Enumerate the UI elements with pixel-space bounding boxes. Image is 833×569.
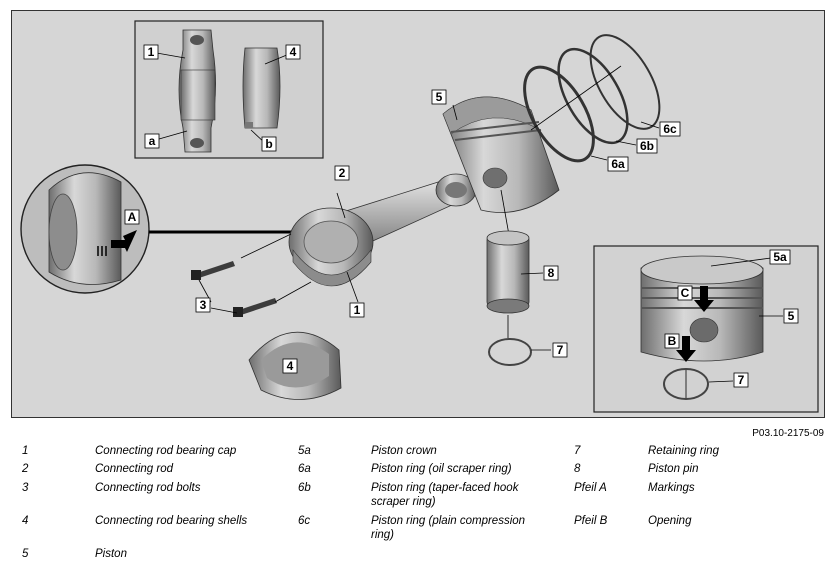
exploded-diagram: 1 4 a b A 2 1 3 4 5 6a 6b [11,10,825,418]
svg-text:5: 5 [436,90,443,104]
callout-5: 5 [431,89,447,105]
legend-number: 6a [298,463,311,475]
svg-text:4: 4 [290,45,297,59]
svg-text:b: b [265,137,272,151]
callout-7: 7 [552,342,568,358]
legend-number: 5 [22,548,29,560]
piston-rings [523,34,661,163]
callout-A: A [124,209,140,225]
legend-number: 6c [298,515,311,527]
legend-description: Piston ring (taper-faced hook scraper ri… [371,482,519,508]
legend-number: 2 [22,463,29,475]
callout-6b: 6b [636,138,658,154]
callout-4: 4 [282,358,298,374]
legend-description: Piston ring (oil scraper ring) [371,463,512,475]
legend-description: Connecting rod bearing cap [95,445,237,457]
legend-description: Retaining ring [648,445,719,457]
inset-bearing [134,20,324,159]
callout-1: 1 [349,302,365,318]
magnified-rod-end [20,164,301,294]
legend-number: 1 [22,445,29,457]
svg-text:6a: 6a [611,157,625,171]
svg-text:A: A [128,210,137,224]
svg-text:2: 2 [339,166,346,180]
legend-number: 5a [298,445,311,457]
legend-number: 6b [298,482,311,494]
callout-B: B [664,333,680,349]
legend-description: Piston crown [371,445,437,457]
legend-number: 8 [574,463,581,475]
legend-number: 3 [22,482,29,494]
callout-4-top: 4 [285,44,301,60]
callout-a: a [144,133,160,149]
piston [442,96,560,236]
svg-text:7: 7 [738,373,745,387]
svg-text:5a: 5a [773,250,787,264]
svg-text:8: 8 [548,266,555,280]
legend-number: Pfeil B [574,515,608,527]
legend-description: Opening [648,515,692,527]
connecting-rod-bolts [191,233,312,317]
legend-number: 4 [22,515,29,527]
svg-text:7: 7 [557,343,564,357]
legend-description: Piston pin [648,463,699,475]
svg-text:C: C [681,286,690,300]
callout-6a: 6a [607,156,629,172]
callout-6c: 6c [659,121,681,137]
callout-C: C [677,285,693,301]
callout-5-detail: 5 [783,308,799,324]
piston-pin [486,230,544,314]
callout-b: b [261,136,277,152]
svg-text:6b: 6b [640,139,654,153]
svg-text:1: 1 [148,45,155,59]
inset-piston-detail [593,245,819,413]
svg-text:B: B [668,334,677,348]
svg-text:5: 5 [788,309,795,323]
svg-text:a: a [149,134,156,148]
callout-3: 3 [195,297,211,313]
legend-description: Piston [95,548,127,560]
svg-text:6c: 6c [663,122,677,136]
legend-description: Connecting rod [95,463,173,475]
legend-description: Connecting rod bolts [95,482,201,494]
svg-text:4: 4 [287,359,294,373]
legend-description: Piston ring (plain compression ring) [371,515,526,541]
svg-text:3: 3 [200,298,207,312]
callout-2: 2 [334,165,350,181]
legend-description: Connecting rod bearing shells [95,515,248,527]
svg-text:1: 1 [354,303,361,317]
retaining-ring [488,315,551,366]
callout-8: 8 [543,265,559,281]
callout-5a-detail: 5a [769,249,791,265]
legend-description: Markings [648,482,695,494]
callout-7-detail: 7 [733,372,749,388]
callout-1-top: 1 [143,44,159,60]
legend-number: 7 [574,445,581,457]
connecting-rod [288,173,477,303]
figure-reference: P03.10-2175-09 [752,428,824,439]
legend-number: Pfeil A [574,482,607,494]
